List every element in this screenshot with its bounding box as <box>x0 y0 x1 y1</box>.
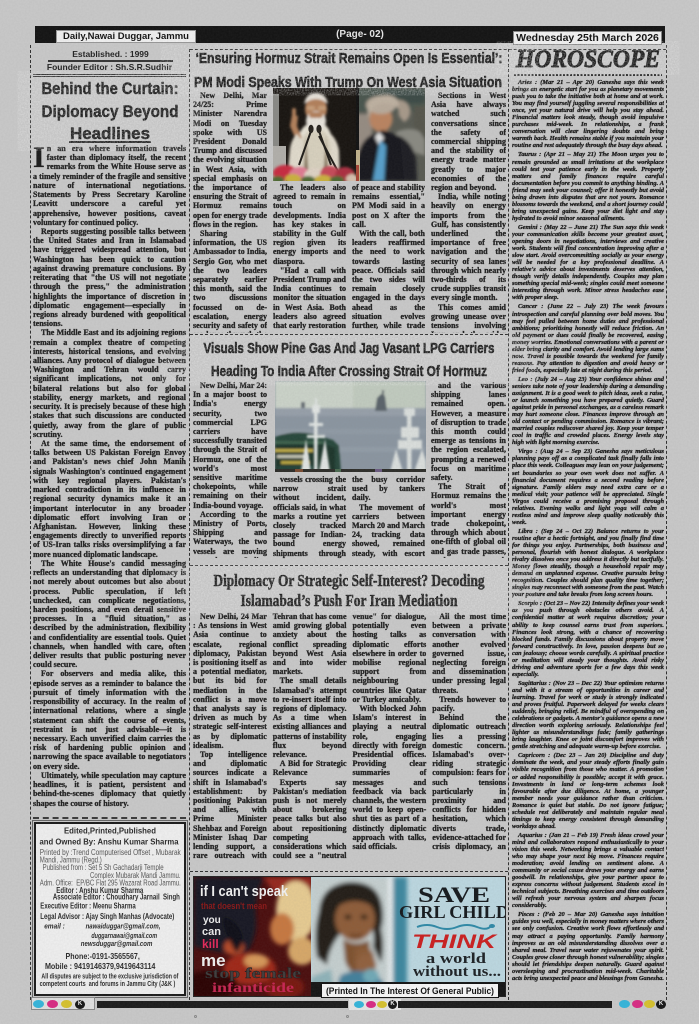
svg-text:competent courts and forums i: competent courts and forums in Jammu Cit… <box>40 979 176 988</box>
svg-text:THINK: THINK <box>412 932 498 953</box>
svg-text:you: you <box>203 915 221 926</box>
svg-text:Islamabad’s Push For Iran Medi: Islamabad’s Push For Iran Mediation <box>241 591 458 610</box>
svg-text:Edited,Printed,Published: Edited,Printed,Published <box>64 826 156 836</box>
svg-text:Phone:-0191-3565567,: Phone:-0191-3565567, <box>66 951 140 961</box>
svg-text:HOROSCOPE: HOROSCOPE <box>515 46 660 73</box>
svg-text:that doesn't mean: that doesn't mean <box>201 901 267 912</box>
svg-text:Heading To India After Crossin: Heading To India After Crossing Strait O… <box>211 364 487 380</box>
svg-text:GIRL CHILD: GIRL CHILD <box>399 902 505 922</box>
svg-text:Diplomacy Or Strategic Self-In: Diplomacy Or Strategic Self-Interest? De… <box>214 571 486 590</box>
svg-text:Diplomacy Beyond: Diplomacy Beyond <box>42 102 179 121</box>
svg-text:stop female: stop female <box>205 966 301 982</box>
svg-text:Visuals Show Pine Gas And Jag: Visuals Show Pine Gas And Jag Vasant LPG… <box>204 341 495 357</box>
svg-text:Associate Editor : Choudhary J: Associate Editor : Choudhary Jarnail Sin… <box>53 893 180 902</box>
svg-text:Behind the Curtain:: Behind the Curtain: <box>42 79 179 98</box>
svg-text:newsduggar@gmail.com: newsduggar@gmail.com <box>81 939 153 948</box>
svg-text:nawaiduggar@gmail.com,: nawaiduggar@gmail.com, <box>86 922 161 931</box>
svg-text:and Owned By: Anshu Kumar Shar: and Owned By: Anshu Kumar Sharma <box>40 837 179 847</box>
svg-text:(Printed In The Interest Of Ge: (Printed In The Interest Of General Publ… <box>326 986 494 996</box>
svg-text:email :: email : <box>44 922 65 931</box>
svg-text:if I can't speak: if I can't speak <box>200 883 289 900</box>
svg-text:‘Ensuring Hormuz Strait Remain: ‘Ensuring Hormuz Strait Remains Open Is … <box>196 51 503 67</box>
svg-text:without us...: without us... <box>413 964 501 980</box>
svg-text:Headlines: Headlines <box>70 124 150 143</box>
svg-text:infanticide: infanticide <box>212 981 294 996</box>
svg-text:Executive Editor : Meenu Sharm: Executive Editor : Meenu Sharma <box>40 902 136 911</box>
svg-text:Legal Advisor : Ajay Singh Man: Legal Advisor : Ajay Singh Manhas (Advoc… <box>40 912 174 921</box>
svg-text:Mobile : 9419146379,9419643114: Mobile : 9419146379,9419643114 <box>45 961 156 971</box>
svg-text:kill: kill <box>202 937 219 951</box>
